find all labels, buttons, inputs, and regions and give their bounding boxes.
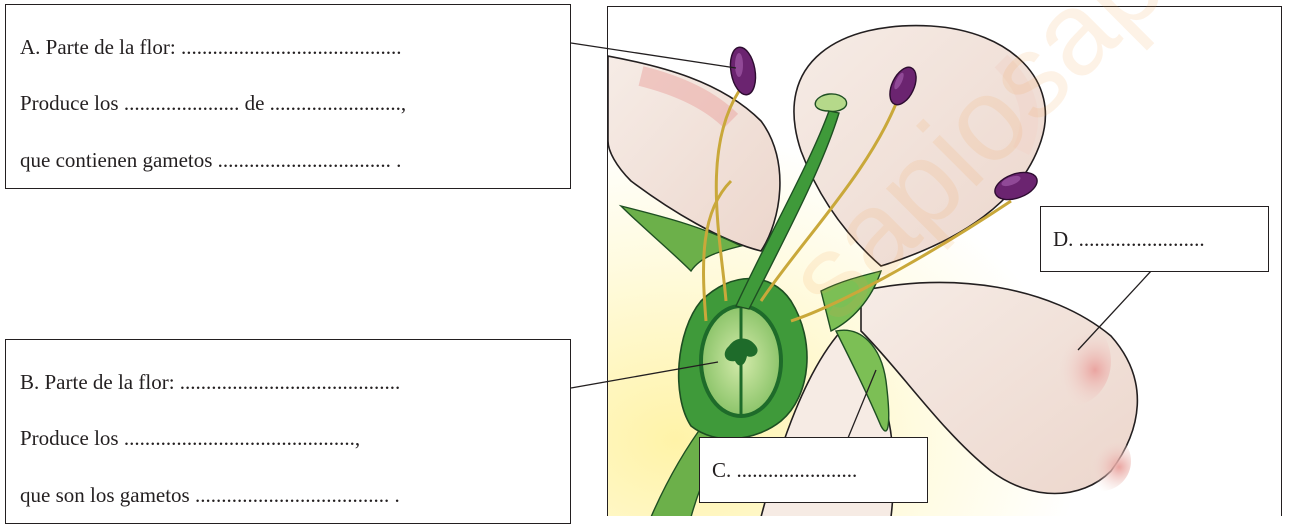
box-a-line-1: A. Parte de la flor: ...................… — [20, 35, 401, 60]
label-box-d: D. ........................ — [1040, 206, 1269, 272]
box-a-line-2: Produce los ...................... de ..… — [20, 91, 406, 116]
label-box-c: C. ....................... — [699, 437, 928, 503]
label-c-text: C. ....................... — [712, 458, 857, 483]
box-b-line-1: B. Parte de la flor: ...................… — [20, 370, 400, 395]
box-b-line-3: que son los gametos ....................… — [20, 483, 400, 508]
stigma — [815, 94, 846, 111]
box-b-line-2: Produce los ............................… — [20, 426, 360, 451]
label-box-a: A. Parte de la flor: ...................… — [5, 4, 571, 189]
label-box-b: B. Parte de la flor: ...................… — [5, 339, 571, 524]
label-d-text: D. ........................ — [1053, 227, 1205, 252]
box-a-line-3: que contienen gametos ..................… — [20, 148, 401, 173]
